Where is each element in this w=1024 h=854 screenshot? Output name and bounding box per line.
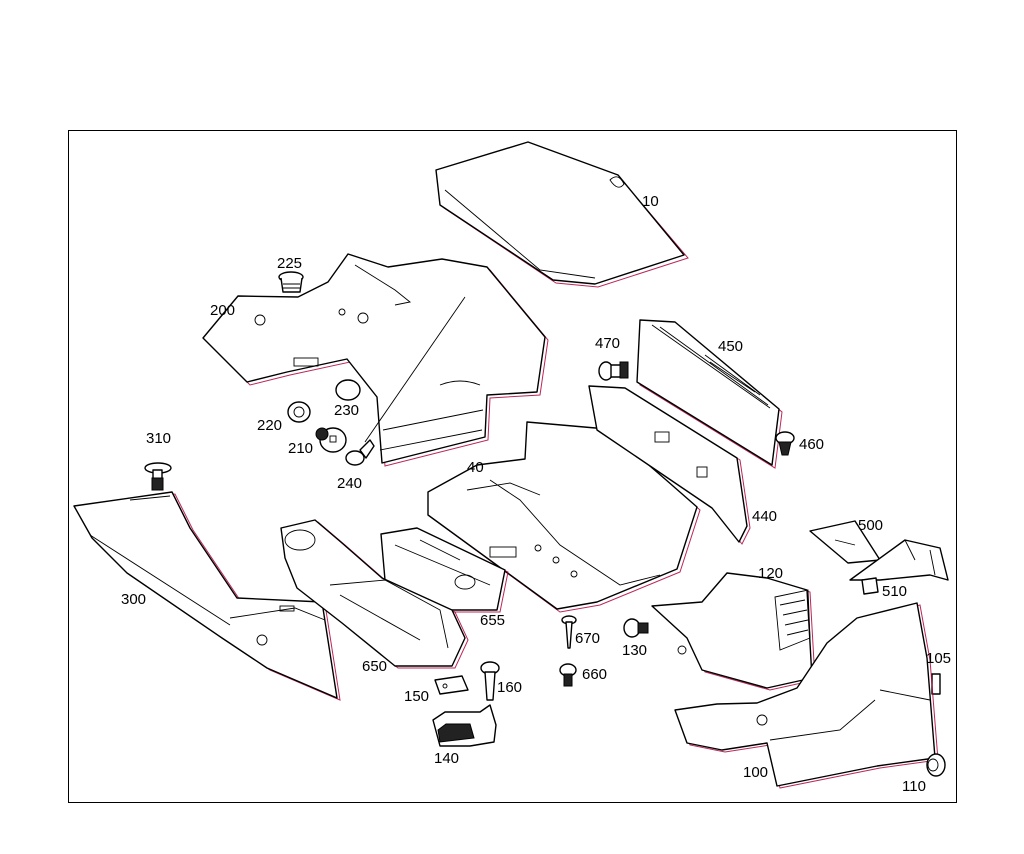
callout-210: 210: [288, 440, 314, 457]
callout-120: 120: [758, 565, 784, 582]
callout-230: 230: [334, 402, 360, 419]
part-220-nut: [287, 401, 311, 423]
callout-160: 160: [497, 679, 523, 696]
part-150-bracket: [434, 675, 469, 695]
part-670-screw: [561, 615, 577, 649]
part-440-sill-strip: [588, 385, 751, 545]
part-130-bolt: [623, 618, 649, 638]
part-500-cover: [809, 520, 949, 581]
part-120-side-pocket: [651, 572, 816, 691]
part-200-side-trim: [202, 253, 549, 467]
callout-450: 450: [718, 338, 744, 355]
callout-500: 500: [858, 517, 884, 534]
part-225-plug: [278, 271, 304, 293]
callout-130: 130: [622, 642, 648, 659]
part-310-clip: [144, 462, 172, 491]
callout-510: 510: [882, 583, 908, 600]
callout-655: 655: [480, 612, 506, 629]
part-10-floor-cover: [435, 141, 689, 288]
part-160-bolt: [480, 661, 500, 701]
callout-100: 100: [743, 764, 769, 781]
callout-660: 660: [582, 666, 608, 683]
part-510-clip: [861, 577, 879, 595]
part-460-clip: [775, 431, 795, 456]
diagram-frame: [68, 130, 957, 803]
callout-220: 220: [257, 417, 283, 434]
callout-40: 40: [467, 459, 484, 476]
callout-225: 225: [277, 255, 303, 272]
callout-110: 110: [902, 778, 926, 795]
part-470-clip: [598, 361, 629, 381]
callout-670: 670: [575, 630, 601, 647]
callout-310: 310: [146, 430, 172, 447]
callout-460: 460: [799, 436, 825, 453]
part-230-disc: [335, 379, 361, 401]
callout-10: 10: [642, 193, 659, 210]
callout-470: 470: [595, 335, 621, 352]
part-240-clip: [345, 296, 466, 466]
part-650-tray-housing: [280, 519, 469, 669]
part-110-plug: [926, 753, 946, 777]
callout-650: 650: [362, 658, 388, 675]
callout-300: 300: [121, 591, 147, 608]
part-100-side-trim: [674, 602, 939, 789]
part-40-floor-tray: [427, 421, 701, 613]
callout-440: 440: [752, 508, 778, 525]
part-210-lamp: [315, 427, 347, 453]
callout-200: 200: [210, 302, 236, 319]
callout-105: 105: [926, 650, 952, 667]
callout-240: 240: [337, 475, 363, 492]
callout-140: 140: [434, 750, 460, 767]
part-140-holder: [432, 704, 497, 747]
part-660-fastener: [559, 663, 577, 687]
part-105-clip: [931, 673, 941, 695]
part-300-sill-trim: [73, 491, 341, 701]
callout-150: 150: [404, 688, 430, 705]
